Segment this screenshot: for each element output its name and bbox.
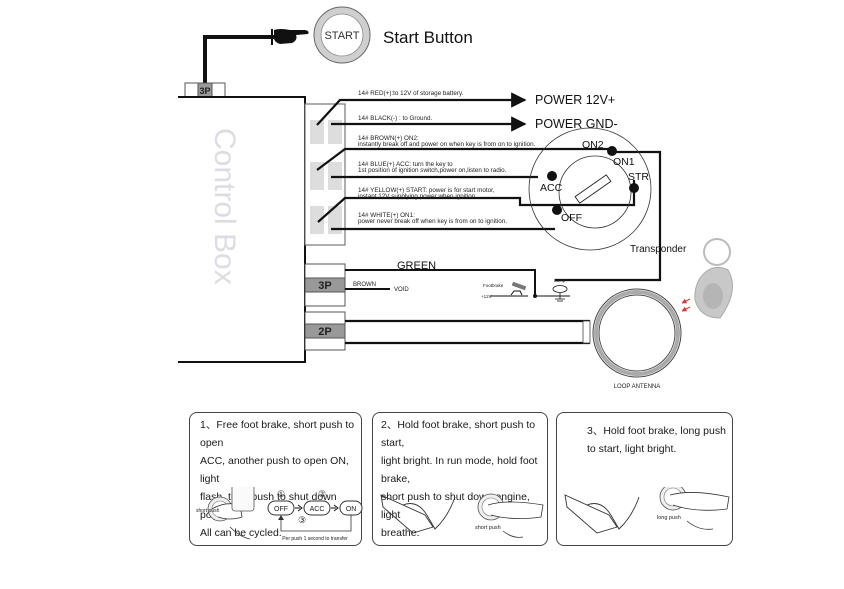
ignition-str: STR: [628, 171, 649, 183]
wire-label-blue-1: 14# BLUE(+) ACC: turn the key to: [358, 161, 453, 168]
step-card-2: 2、Hold foot brake, short push to start, …: [372, 412, 548, 546]
ignition-on1: ON1: [613, 156, 635, 168]
push-button-hand-icon: [207, 487, 255, 540]
step-1-illustration: short push ① ② ③ OFF ACC ON Per push 1 s…: [196, 487, 363, 542]
supply-label: +12V: [481, 294, 492, 299]
svg-text:3P: 3P: [318, 280, 331, 292]
svg-text:②: ②: [318, 489, 326, 499]
wire-label-red: 14# RED(+):to 12V of storage battery.: [358, 90, 464, 97]
wire-label-brown-2: instantly break off and power on when ke…: [358, 141, 536, 148]
step-3-illustration: long push: [564, 487, 730, 534]
ignition-switch: ON2 ON1 ACC STR OFF: [528, 127, 652, 251]
transponder-keyfob-icon: [694, 238, 733, 319]
svg-text:short push: short push: [196, 508, 220, 514]
foot-on-brake-icon: [380, 494, 456, 534]
power-gnd-label: POWER GND-: [535, 117, 618, 131]
top-connector-3p: 3P: [184, 82, 226, 98]
footbrake-switch-icon: [510, 281, 527, 296]
key-slot-icon: [574, 174, 612, 204]
svg-text:long push: long push: [657, 515, 681, 521]
lamp-icon: [552, 285, 568, 302]
svg-text:①: ①: [277, 489, 285, 499]
svg-text:③: ③: [298, 515, 306, 525]
start-button-cable: [203, 35, 275, 83]
push-button-hand-icon: [659, 487, 730, 530]
footbrake-label: Footbrake: [483, 283, 504, 288]
push-button-hand-icon: [477, 493, 544, 538]
power-12v-label: POWER 12V+: [535, 93, 615, 107]
cycle-note: Per push 1 second to transfer: [282, 536, 348, 542]
wire-label-white-2: power never break off when key is from o…: [358, 218, 507, 225]
foot-on-brake-icon: [564, 494, 640, 534]
cycle-state-acc: ACC: [310, 506, 325, 513]
brown-wire-label: BROWN: [353, 282, 376, 288]
pointing-hand-icon: [271, 29, 309, 45]
wire-label-brown-1: 14# BROWN(+) ON2:: [358, 135, 419, 142]
wire-label-yellow-1: 14# YELLOW(+) START: power is for start …: [358, 187, 495, 194]
wire-yellow: [317, 180, 636, 223]
side-connector-2p: 2P: [304, 311, 346, 351]
cycle-state-off: OFF: [274, 506, 288, 513]
wire-label-black: 14# BLACK(-) : to Ground.: [358, 115, 432, 122]
wire-label-blue-2: 1st position of ignition switch,power on…: [358, 167, 507, 174]
wiring-diagram: START Start Button 3P Control Box 14# RE…: [178, 6, 733, 390]
svg-text:2P: 2P: [318, 326, 331, 338]
green-wire-label: GREEN: [397, 260, 436, 272]
relay-block: [304, 103, 346, 246]
void-label: VOID: [394, 287, 409, 293]
side-connector-3p: 3P: [304, 263, 346, 307]
lamp-label: Lamp: [554, 278, 566, 283]
svg-text:short push: short push: [475, 525, 501, 531]
control-box-label: Control Box: [208, 128, 241, 285]
step-card-3: 3、Hold foot brake, long push to start, l…: [556, 412, 733, 546]
start-button: START: [313, 6, 371, 64]
start-button-title: Start Button: [383, 28, 473, 47]
wire-label-white-1: 14# WHITE(+) ON1:: [358, 212, 415, 219]
transponder-label: Transponder: [630, 244, 687, 255]
ignition-off: OFF: [561, 212, 582, 224]
wire-red: [316, 92, 527, 126]
wire-label-yellow-2: instant 12V supplying power when ignitio…: [358, 193, 477, 200]
wire-green: [345, 269, 536, 296]
loop-antenna-label: LOOP ANTENNA: [614, 384, 661, 390]
step-card-1: 1、Free foot brake, short push to open AC…: [189, 412, 363, 546]
step-2-illustration: short push: [380, 493, 544, 538]
cycle-state-on: ON: [346, 506, 357, 513]
step-3-text: 3、Hold foot brake, long push to start, l…: [587, 425, 726, 455]
ignition-on2: ON2: [582, 139, 604, 151]
control-box: Control Box: [178, 96, 306, 363]
loop-antenna: [592, 288, 682, 378]
ignition-acc: ACC: [540, 182, 563, 194]
svg-text:3P: 3P: [199, 86, 210, 96]
start-badge-label: START: [324, 30, 359, 42]
